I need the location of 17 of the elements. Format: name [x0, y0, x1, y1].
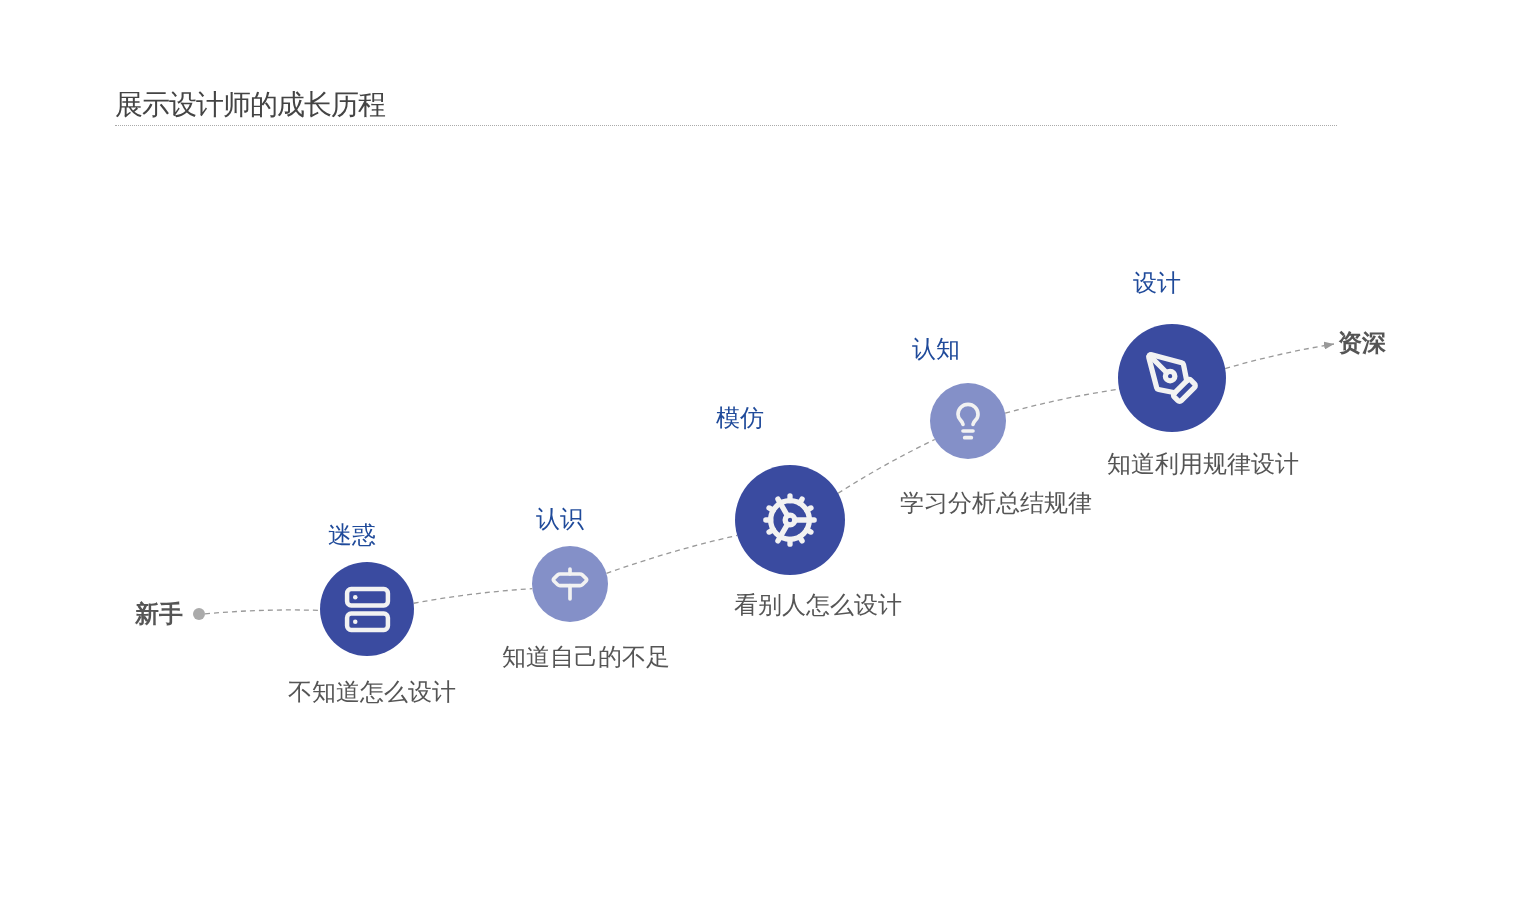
stage-description: 学习分析总结规律: [900, 489, 1092, 518]
stage-title: 模仿: [716, 404, 764, 433]
stage-title: 认识: [536, 505, 584, 534]
stage-description: 知道利用规律设计: [1107, 450, 1299, 479]
dashed-arrow: [1224, 341, 1335, 370]
stage-title: 迷惑: [328, 521, 376, 550]
dashed-connector: [204, 609, 321, 615]
stage-description: 看别人怎么设计: [734, 591, 902, 620]
stage-description: 不知道怎么设计: [288, 678, 456, 707]
stage-title: 认知: [912, 335, 960, 364]
dashed-connector: [413, 588, 533, 604]
stage-label: 新手: [135, 599, 183, 629]
dashed-connector: [837, 438, 936, 494]
end-label: 资深: [1338, 329, 1386, 358]
stage-description: 知道自己的不足: [502, 643, 670, 672]
title: 展示设计师的成长历程: [115, 87, 385, 123]
stage-title: 设计: [1133, 269, 1181, 298]
